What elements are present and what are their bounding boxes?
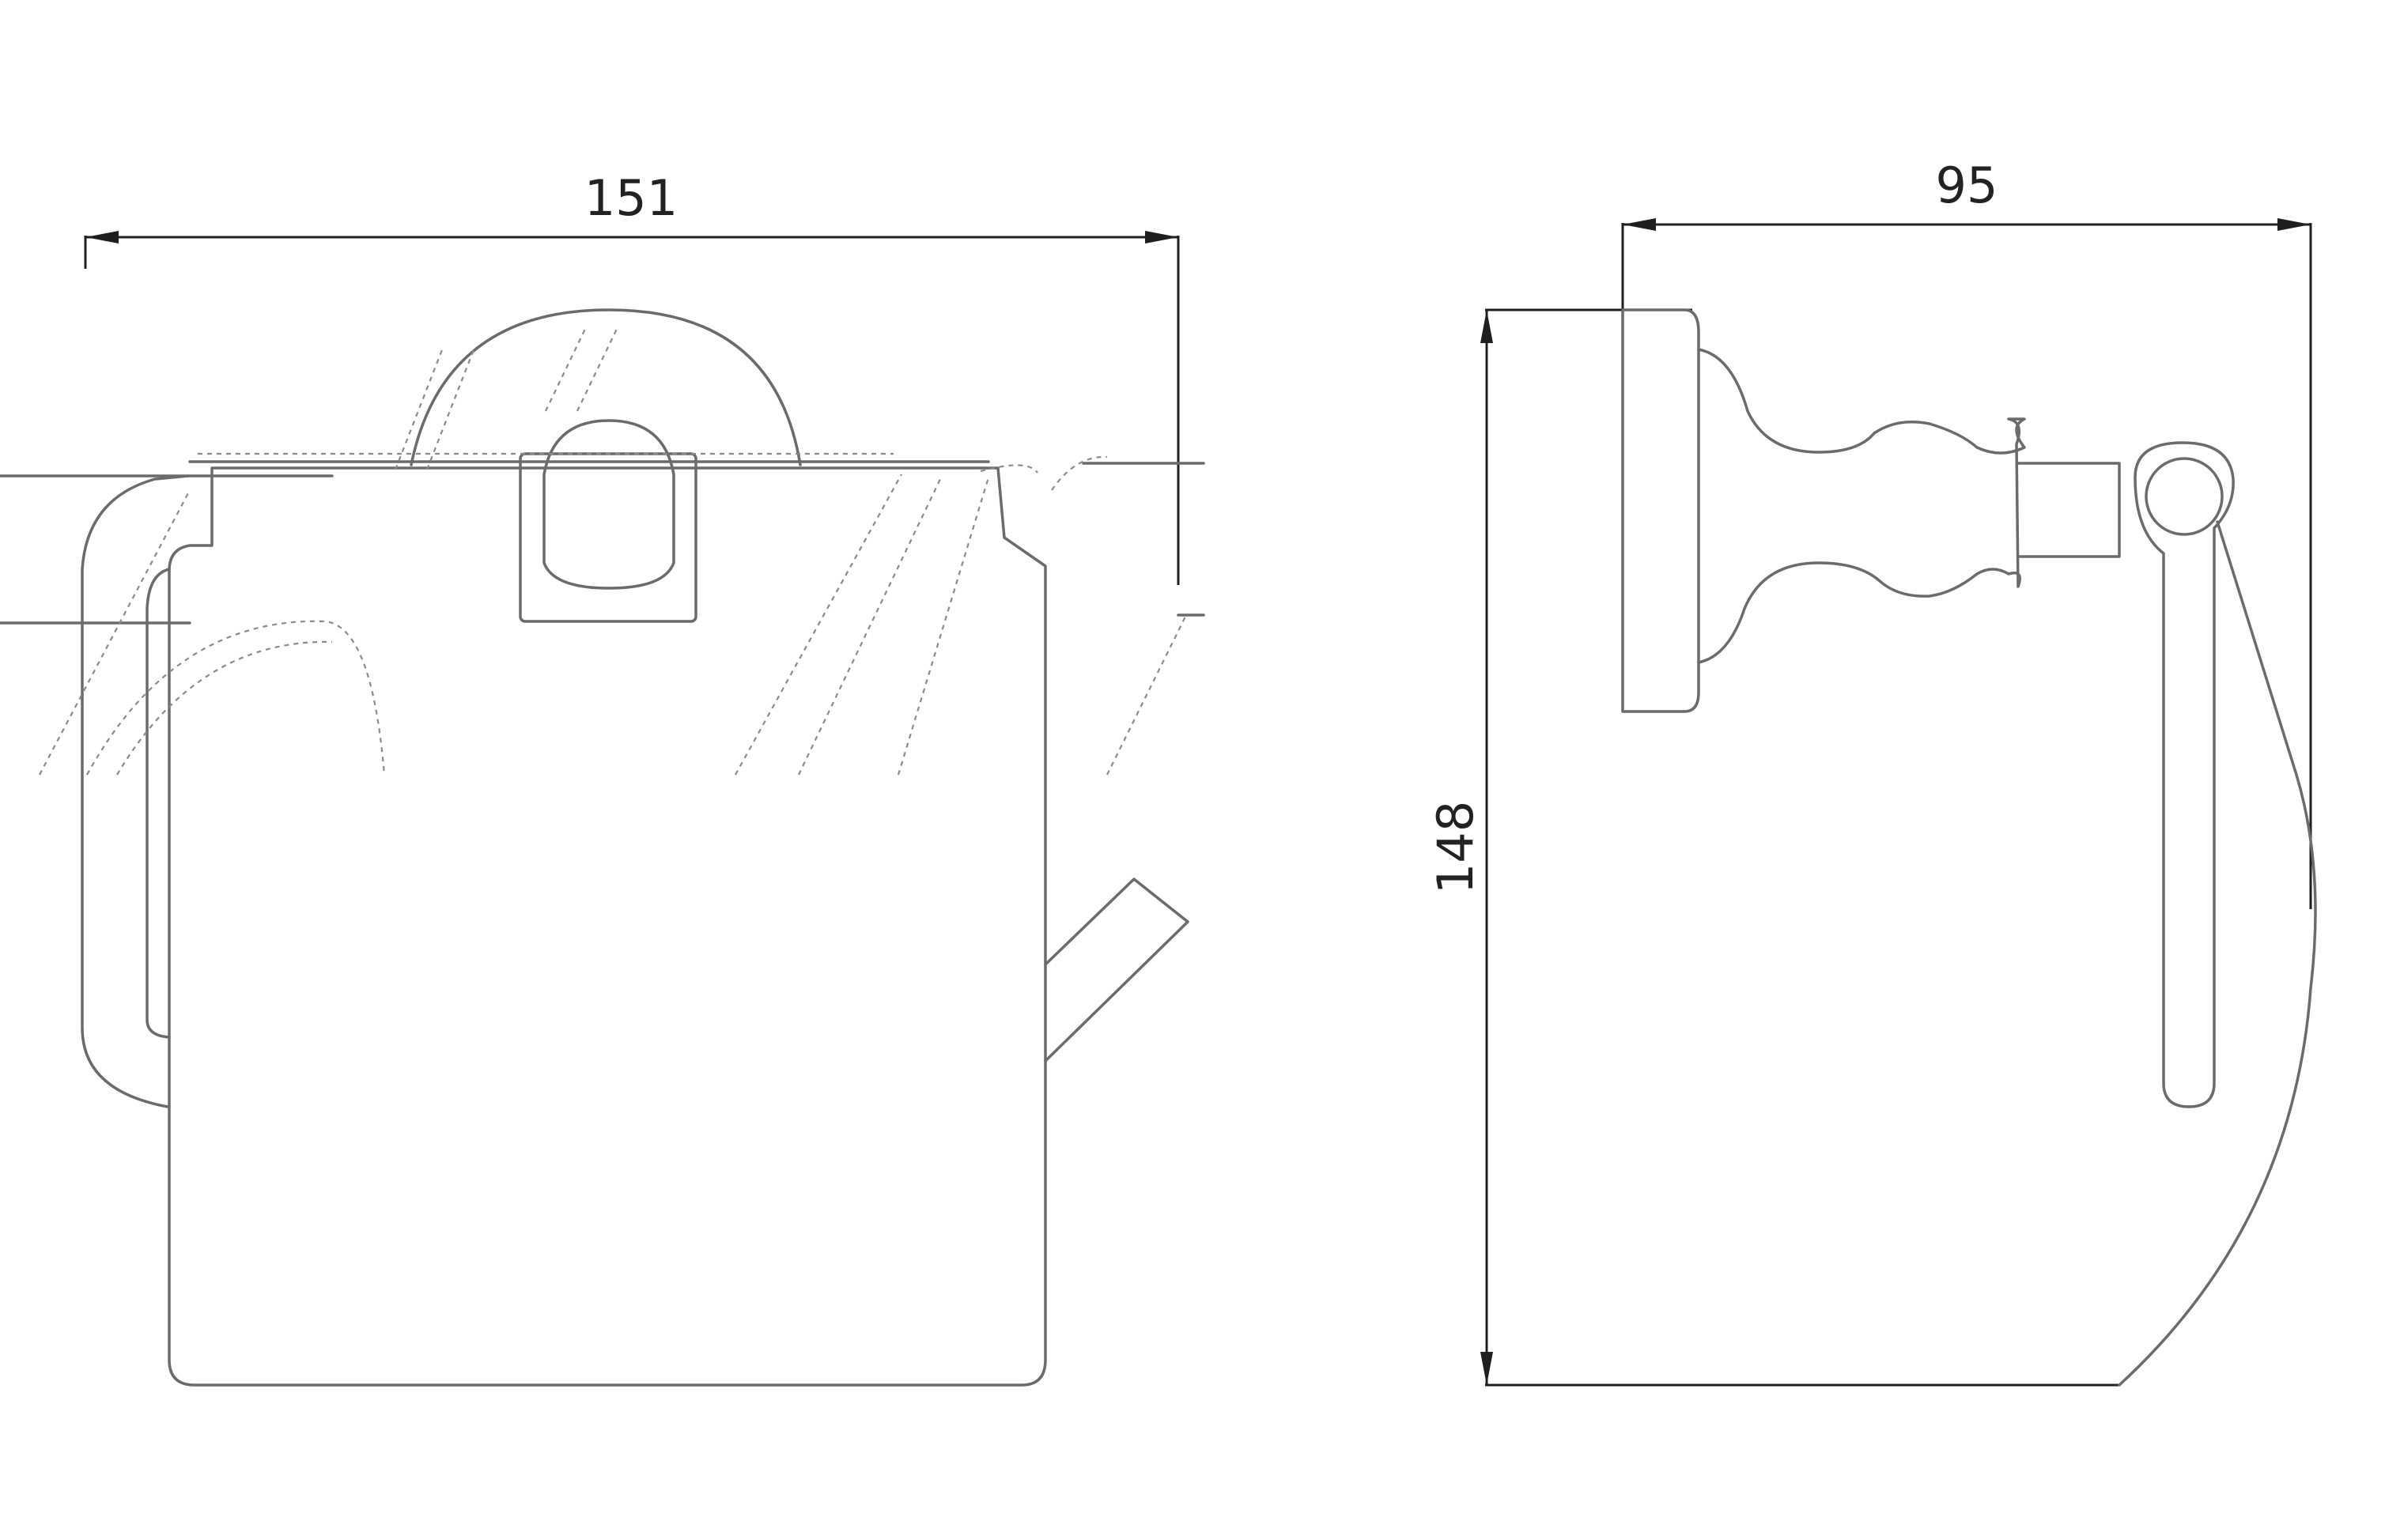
cover-profile [2118, 520, 2317, 1387]
side-view: 95 148 [1427, 157, 2317, 1387]
holder-neck [2016, 462, 2121, 558]
center-mount-block [519, 452, 697, 623]
left-holder-arm [81, 474, 190, 1108]
side-depth-dimension: 95 [1621, 157, 2312, 909]
right-flap [1044, 878, 1189, 1063]
center-mount-knob [542, 419, 675, 590]
cover-body-outline [168, 466, 1047, 1387]
roll-pin [2134, 441, 2235, 1108]
front-width-label: 151 [584, 169, 678, 227]
left-holder-arm-inner [146, 568, 171, 1039]
side-height-dimension: 148 [1427, 308, 2119, 1387]
wall-base-plate [1621, 308, 1700, 713]
side-depth-label: 95 [1936, 157, 1998, 214]
turned-column [1697, 348, 2026, 664]
side-height-label: 148 [1427, 801, 1484, 894]
hidden-roll-lines [39, 328, 1187, 776]
roll-pin-end [2145, 457, 2224, 536]
front-width-dimension: 151 [84, 169, 1180, 585]
front-view: 151 [0, 169, 1205, 1387]
mounting-disc-arc [410, 308, 802, 466]
